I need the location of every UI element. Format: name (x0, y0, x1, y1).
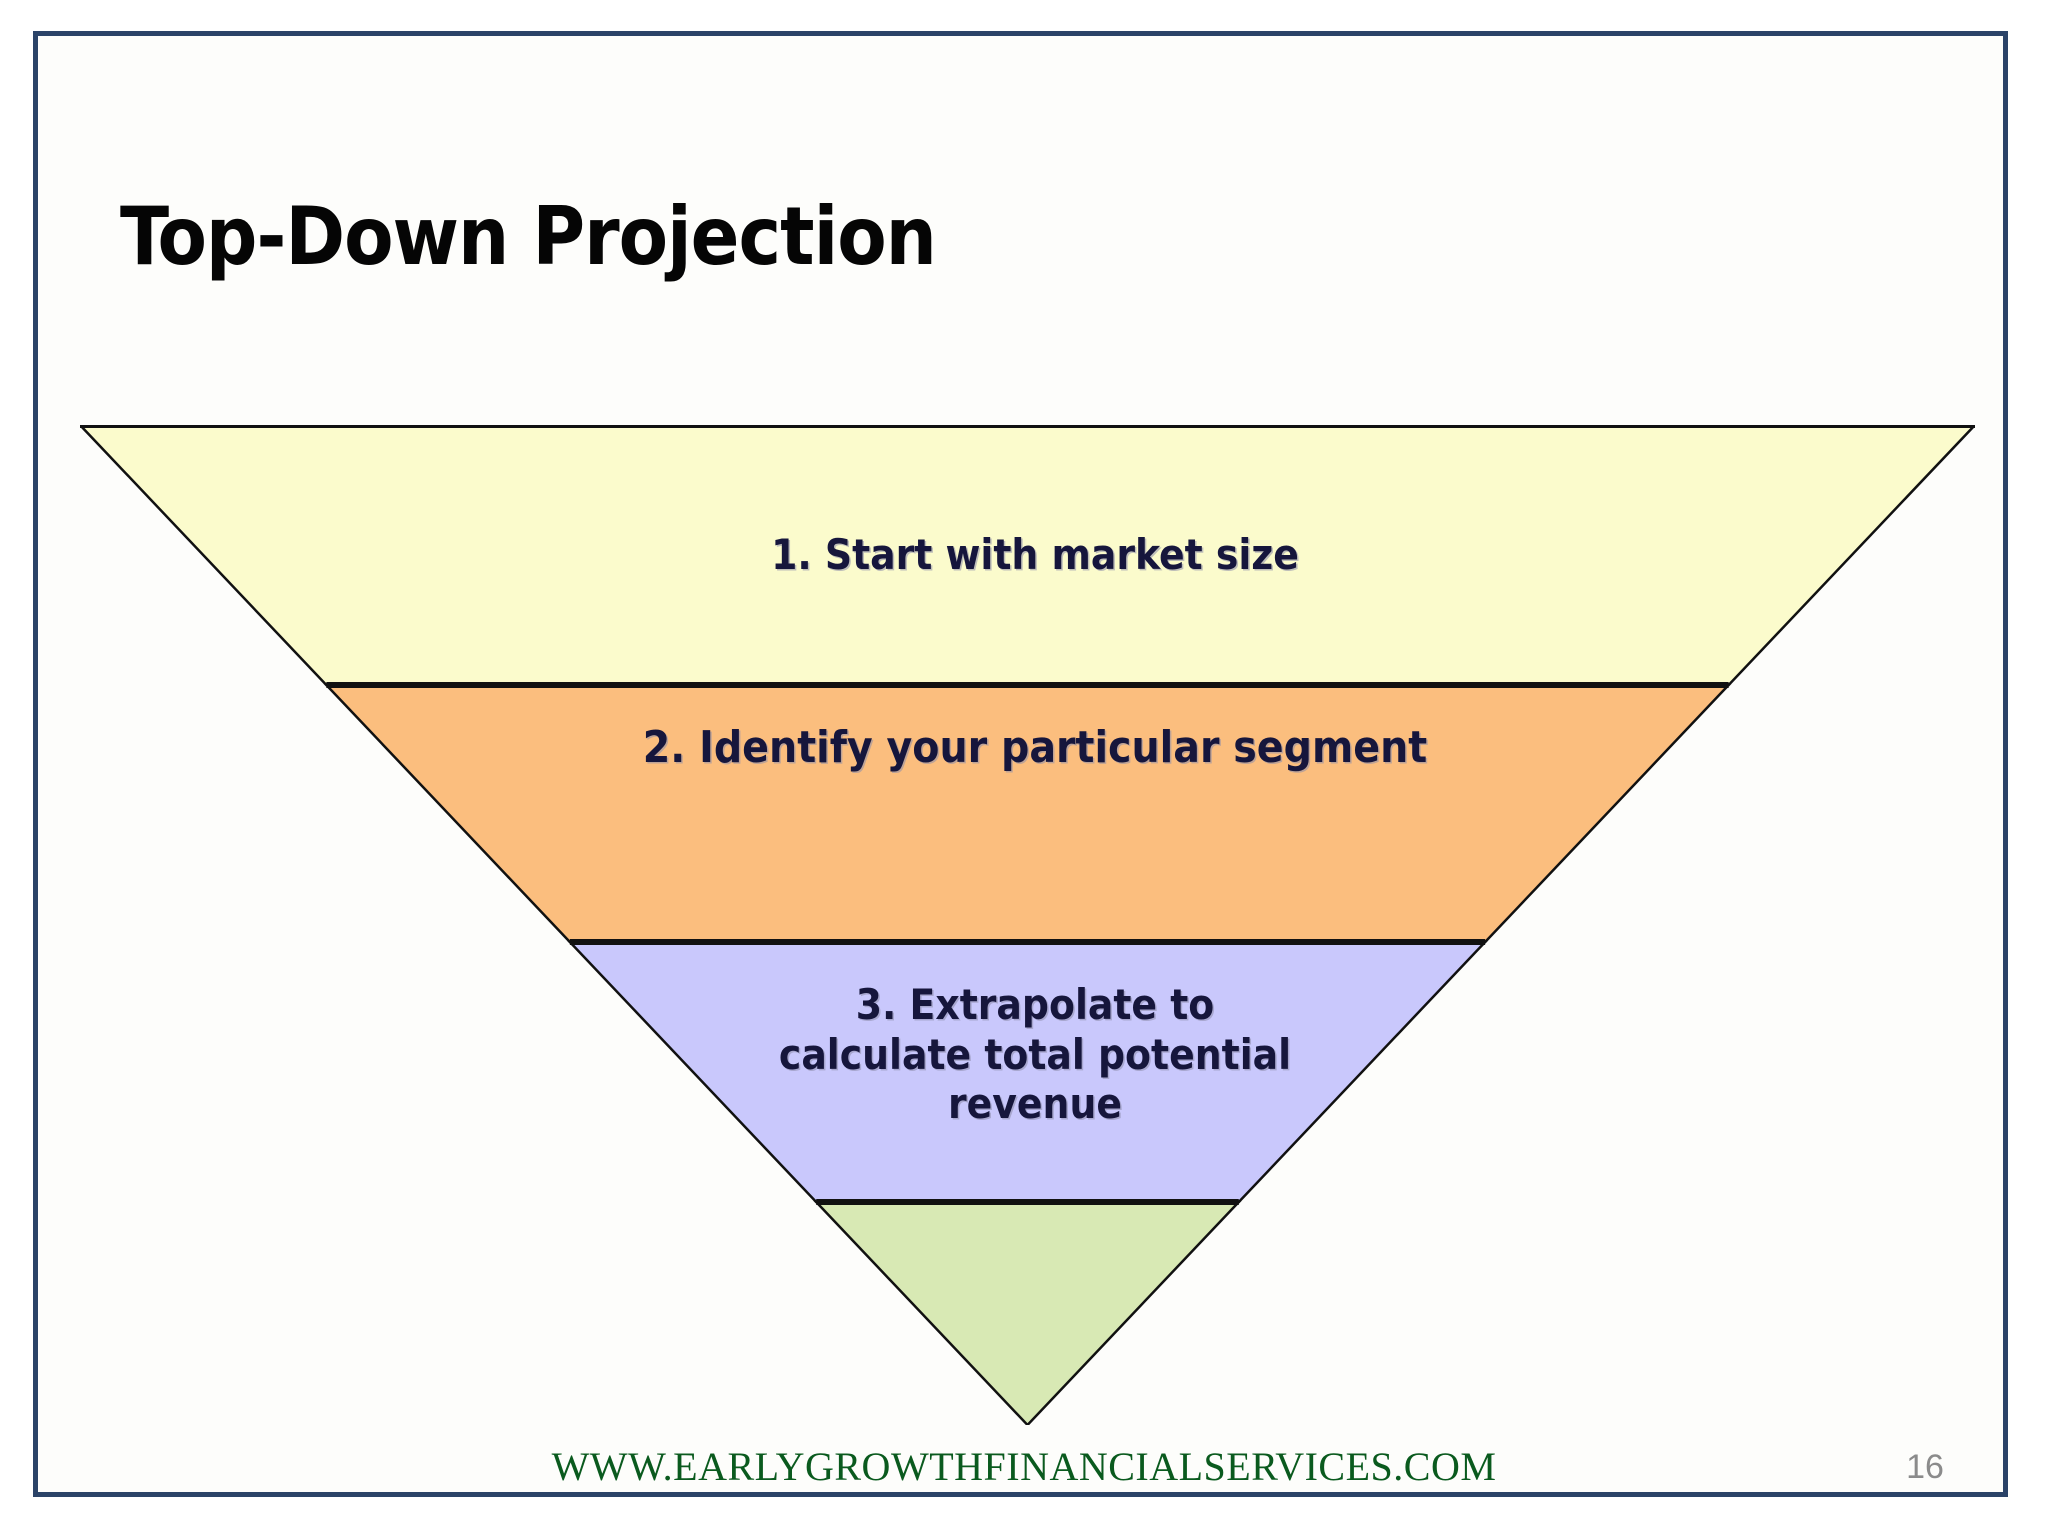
funnel-divider-lines (80, 425, 1975, 1205)
funnel-diagram: 1. Start with market size 2. Identify yo… (80, 425, 1975, 1425)
page-number: 16 (1906, 1448, 1944, 1486)
funnel-band-3 (566, 940, 1489, 1204)
funnel-band-2 (323, 683, 1732, 944)
funnel-bands (80, 425, 1975, 1425)
funnel-band-4 (813, 1200, 1242, 1425)
page-title: Top-Down Projection (120, 190, 937, 283)
funnel-band-1 (80, 425, 1975, 687)
funnel-svg (80, 425, 1975, 1425)
footer-website-url: WWW.EARLYGROWTHFINANCIALSERVICES.COM (551, 1444, 1497, 1489)
